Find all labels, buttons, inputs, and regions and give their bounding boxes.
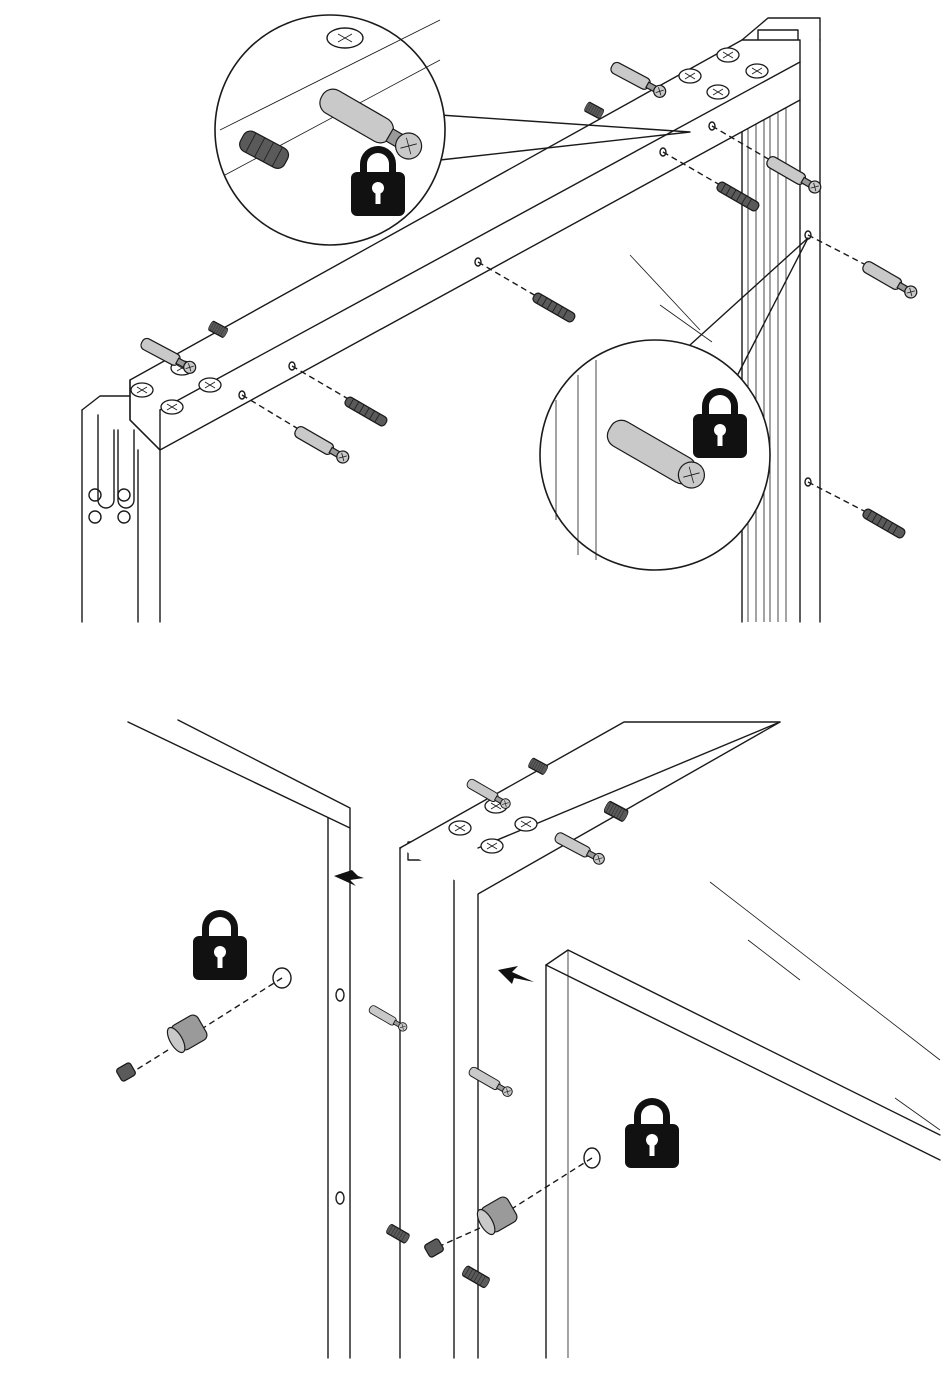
set-screw bbox=[424, 1238, 445, 1258]
cam-bolt bbox=[861, 260, 919, 300]
dowel bbox=[716, 181, 761, 213]
cross-rail bbox=[400, 722, 780, 894]
dowel bbox=[386, 1224, 411, 1244]
dowel bbox=[862, 508, 907, 540]
push-arrow-right bbox=[334, 870, 364, 886]
cam-lock bbox=[164, 1013, 209, 1055]
cam-bolt bbox=[368, 1004, 409, 1032]
cam-lock bbox=[474, 1195, 519, 1237]
centre-post bbox=[400, 832, 478, 1358]
side-panel-joining-illustration bbox=[116, 720, 940, 1358]
dowel bbox=[532, 292, 577, 324]
dowel bbox=[528, 758, 549, 775]
cam-bolt bbox=[293, 425, 351, 465]
push-arrow-left bbox=[498, 966, 534, 984]
cam-bolt bbox=[609, 61, 668, 100]
lock-icon bbox=[625, 1098, 679, 1168]
lock-icon bbox=[193, 910, 247, 980]
right-side-panel bbox=[546, 882, 940, 1358]
top-frame-illustration bbox=[82, 15, 919, 622]
cam-bolt-insert-detail-callout bbox=[540, 238, 808, 570]
left-side-panel bbox=[128, 720, 350, 1358]
cam-bolt bbox=[468, 1066, 514, 1098]
dowel bbox=[584, 102, 605, 119]
dowel bbox=[344, 396, 389, 428]
dowel bbox=[461, 1265, 490, 1288]
set-screw bbox=[116, 1062, 137, 1082]
cam-bolt bbox=[765, 155, 823, 195]
